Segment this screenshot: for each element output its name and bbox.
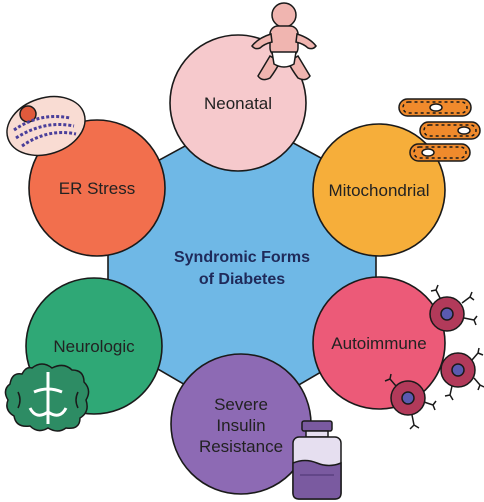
autoimmune-circle: [312, 276, 446, 410]
mitochondrial-label: Mitochondrial: [328, 181, 429, 200]
er-stress-label: ER Stress: [59, 179, 136, 198]
severe-label-line-2: Insulin: [216, 416, 265, 435]
neonatal-label: Neonatal: [204, 94, 272, 113]
severe-label-line-1: Severe: [214, 395, 268, 414]
brain-icon: [4, 363, 90, 432]
node-er-stress: ER Stress: [28, 119, 166, 257]
cell-er-icon: [6, 95, 86, 157]
immune-cell-1: [429, 284, 478, 332]
insulin-vial-icon: [292, 420, 342, 500]
center-title-line-1: Syndromic Forms: [174, 249, 310, 266]
baby-icon: [251, 2, 317, 81]
severe-label-line-3: Resistance: [199, 437, 283, 456]
autoimmune-label: Autoimmune: [331, 334, 426, 353]
center-title-line-2: of Diabetes: [199, 271, 285, 288]
immune-cell-3: [384, 373, 437, 430]
er-stress-circle: [28, 119, 166, 257]
immune-cell-icon: [384, 284, 484, 430]
neurologic-label: Neurologic: [53, 337, 135, 356]
node-autoimmune: Autoimmune: [312, 276, 446, 410]
immune-cell-2: [440, 347, 484, 401]
node-severe-insulin-resistance: Severe Insulin Resistance: [170, 353, 312, 495]
mitochondria-icon: [398, 98, 481, 162]
